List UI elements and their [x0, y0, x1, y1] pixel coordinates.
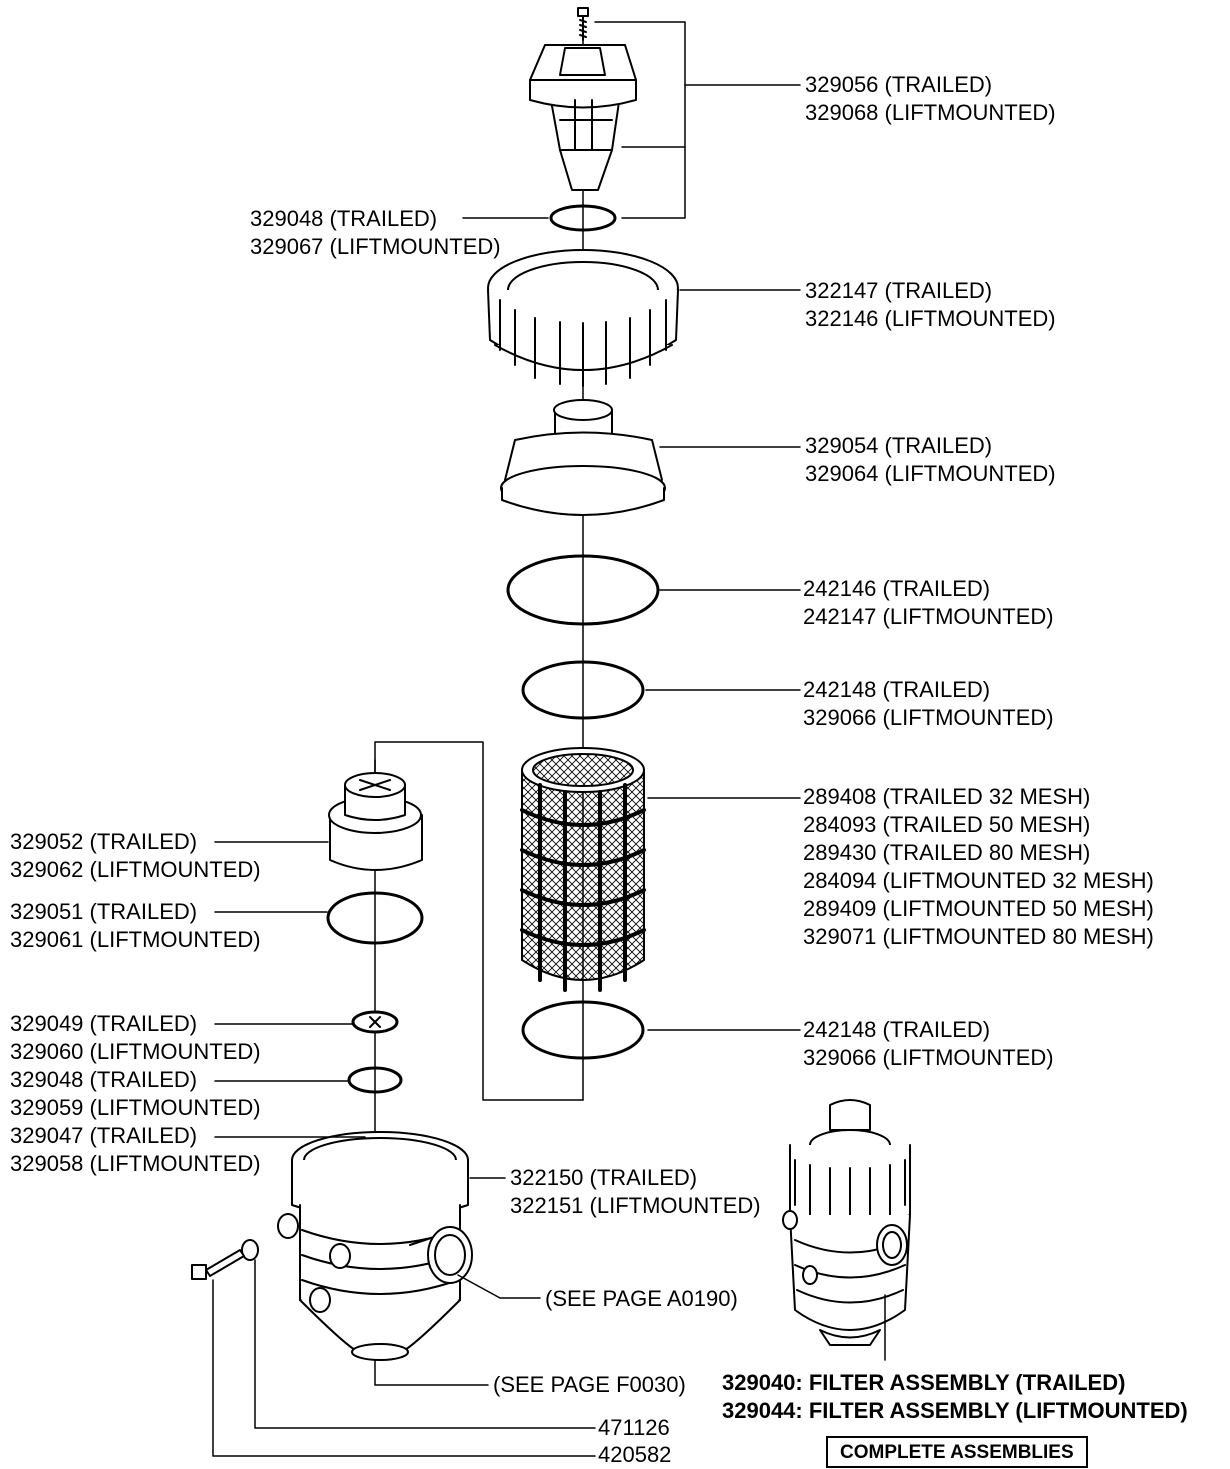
- assembly-liftmounted: 329044: FILTER ASSEMBLY (LIFTMOUNTED): [722, 1398, 1188, 1423]
- assembly-trailed: 329040: FILTER ASSEMBLY (TRAILED): [722, 1370, 1126, 1395]
- label-large-oring: 242146 (TRAILED)242147 (LIFTMOUNTED): [803, 576, 1054, 629]
- large-oring: [506, 554, 660, 626]
- label-valve-cap: 329052 (TRAILED)329062 (LIFTMOUNTED): [10, 829, 261, 882]
- valve-cap: [328, 772, 423, 871]
- filter-cap: [529, 44, 637, 191]
- label-cap: 329056 (TRAILED)329068 (LIFTMOUNTED): [805, 72, 1056, 125]
- assembly-labels: 329040: FILTER ASSEMBLY (TRAILED) 329044…: [722, 1369, 1188, 1425]
- valve-disc: [351, 1010, 399, 1034]
- filter-cover: [500, 399, 666, 516]
- ring-nut: [487, 249, 679, 387]
- label-see-f0030: (SEE PAGE F0030): [493, 1372, 686, 1397]
- valve-bracket-line: [374, 741, 584, 1101]
- small-oring: [347, 1066, 403, 1094]
- label-spring: 329047 (TRAILED)329058 (LIFTMOUNTED): [10, 1123, 261, 1176]
- label-see-a0190: (SEE PAGE A0190): [545, 1286, 738, 1311]
- cap-oring: [549, 204, 617, 232]
- washer: [241, 1239, 259, 1261]
- label-mid-oring-bottom: 242148 (TRAILED)329066 (LIFTMOUNTED): [803, 1017, 1054, 1070]
- label-cap-oring: 329048 (TRAILED)329067 (LIFTMOUNTED): [250, 206, 501, 259]
- label-mid-oring-top: 242148 (TRAILED)329066 (LIFTMOUNTED): [803, 677, 1054, 730]
- label-valve-disc: 329049 (TRAILED)329060 (LIFTMOUNTED): [10, 1011, 261, 1064]
- label-small-oring: 329048 (TRAILED)329059 (LIFTMOUNTED): [10, 1067, 261, 1120]
- bolt: [191, 1249, 245, 1280]
- label-body: 322150 (TRAILED)322151 (LIFTMOUNTED): [510, 1165, 761, 1218]
- mid-oring-top: [521, 660, 645, 720]
- label-ring-nut: 322147 (TRAILED)322146 (LIFTMOUNTED): [805, 278, 1056, 331]
- assembly-thumbnail: [782, 1099, 911, 1346]
- label-cover: 329054 (TRAILED)329064 (LIFTMOUNTED): [805, 433, 1056, 486]
- valve-oring: [326, 891, 424, 945]
- leader-lines: [212, 21, 886, 1457]
- mid-oring-bottom: [521, 1000, 645, 1060]
- label-washer: 471126: [598, 1415, 670, 1440]
- top-screw: [577, 7, 589, 41]
- complete-assemblies-box: COMPLETE ASSEMBLIES: [826, 1436, 1088, 1468]
- label-screen: 289408 (TRAILED 32 MESH) 284093 (TRAILED…: [803, 784, 1154, 949]
- filter-body: [277, 1131, 473, 1361]
- filter-screen: [520, 747, 646, 992]
- label-bolt: 420582: [598, 1442, 672, 1467]
- label-valve-oring: 329051 (TRAILED)329061 (LIFTMOUNTED): [10, 899, 261, 952]
